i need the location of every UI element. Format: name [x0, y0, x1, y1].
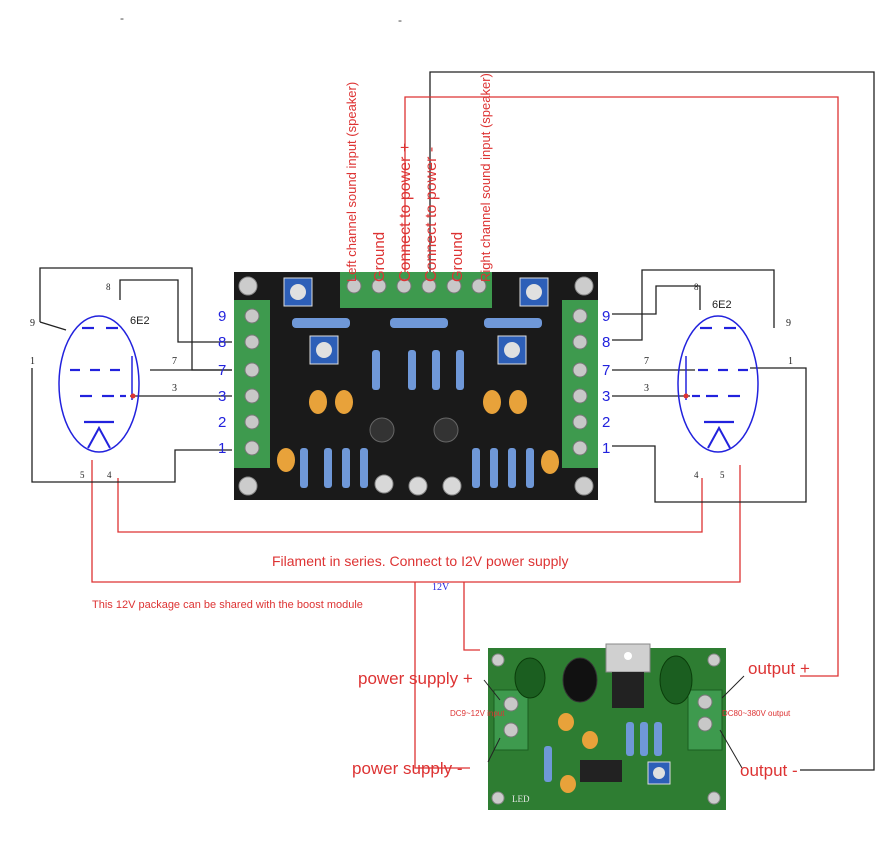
header-mark-right: -: [398, 13, 402, 27]
boost-input-label: DC9~12V input: [450, 709, 505, 718]
label-left-channel: Left channel sound input (speaker): [344, 82, 359, 282]
boost-mosfet: [612, 672, 644, 708]
left-terminal-number: 3: [218, 388, 226, 405]
pointer-output-minus: [719, 729, 743, 769]
wires: [31, 71, 875, 771]
boost-led-label: LED: [512, 794, 530, 804]
left-tube-pin: 9: [30, 318, 35, 329]
potentiometers: [283, 277, 549, 365]
wire-12v-to-power-plus: [463, 582, 480, 651]
right-tube-pin: 9: [786, 318, 791, 329]
wire-12v-to-power-minus: [414, 582, 470, 769]
label-right-channel: Right channel sound input (speaker): [478, 73, 493, 282]
right-tube-pin: 5: [720, 470, 725, 480]
left-tube-pin: 7: [172, 356, 177, 367]
left-terminal-number: 1: [218, 440, 226, 457]
wire-power-plus: [404, 96, 839, 677]
boost-ic: [580, 760, 622, 782]
right-tube-pin: 7: [644, 356, 649, 367]
left-tube-pin: 3: [172, 383, 177, 394]
label-output-minus: output -: [740, 761, 798, 780]
right-tube-pin: 8: [694, 282, 699, 292]
right-terminal-number: 8: [602, 334, 610, 351]
left-tube: 6E2 9 8 1 7 3 5 4: [30, 282, 177, 480]
transistors: [369, 417, 459, 443]
right-tube-model: 6E2: [712, 299, 732, 311]
boost-input-label-line: DC9~12V input: [450, 709, 505, 718]
wire-left-pin1: [31, 368, 232, 483]
right-tube-pin: 1: [788, 356, 793, 367]
shared-note: This 12V package can be shared with the …: [92, 599, 363, 611]
left-tube-pin: 4: [107, 470, 112, 480]
left-terminal-block: [234, 300, 270, 468]
top-terminal-block: [340, 272, 492, 308]
left-terminal-number: 7: [218, 362, 226, 379]
right-tube-pin: 4: [694, 470, 699, 480]
label-power-supply-minus: power supply -: [352, 759, 463, 778]
header-mark-left: -: [120, 11, 124, 25]
right-terminal-block: [562, 300, 598, 468]
left-terminal-number: 8: [218, 334, 226, 351]
left-tube-pin: 8: [106, 282, 111, 292]
right-tube-pin: 3: [644, 383, 649, 394]
left-terminal-number: 9: [218, 308, 226, 325]
right-tube-envelope: [677, 315, 759, 453]
wire-filament-series: [117, 478, 703, 533]
right-terminal-number: 3: [602, 388, 610, 405]
wire-left-pin2: [39, 321, 67, 331]
capacitors: [277, 390, 559, 474]
wire-right-pin9: [612, 269, 775, 341]
label-ground-left: Ground: [371, 232, 388, 282]
boost-module: DC9~12V input DC80~380V output LED: [450, 643, 791, 810]
filament-note: Filament in series. Connect to I2V power…: [272, 553, 568, 569]
left-terminal-number: 2: [218, 414, 226, 431]
label-output-plus: output +: [748, 659, 810, 678]
boost-capacitors: [514, 655, 693, 793]
mount-hole: [238, 476, 258, 496]
label-power-plus: Connect to power +: [397, 143, 414, 282]
right-tube: 6E2 9 8 7 1 3 4 5: [644, 282, 793, 480]
pointer-power-minus: [487, 737, 501, 763]
voltage-label: 12V: [432, 582, 450, 593]
left-tube-pin: 5: [80, 470, 85, 480]
boost-output-label: DC80~380V output: [722, 709, 791, 718]
right-terminal-number: 7: [602, 362, 610, 379]
electrolytic-caps: [374, 474, 462, 496]
main-pcb: 9 8 7 3 2 1 9 8 7 3 2 1: [218, 272, 610, 500]
wire-filament-supply: [91, 460, 741, 583]
left-tube-envelope: [58, 315, 140, 453]
right-terminal-number: 2: [602, 414, 610, 431]
pointer-power-plus: [483, 679, 501, 701]
mount-hole: [238, 276, 258, 296]
pointer-output-plus: [721, 675, 745, 699]
resistors: [292, 318, 542, 488]
wire-power-minus: [429, 71, 875, 771]
label-ground-right: Ground: [449, 232, 466, 282]
label-power-supply-plus: power supply +: [358, 669, 473, 688]
label-power-minus: Connect to power -: [423, 147, 440, 282]
top-labels: Left channel sound input (speaker) Groun…: [344, 73, 493, 282]
wire-right-pin1: [612, 367, 807, 503]
boost-output-label-line: DC80~380V output: [722, 709, 791, 718]
mount-hole: [574, 476, 594, 496]
right-terminal-number: 9: [602, 308, 610, 325]
right-terminal-number: 1: [602, 440, 610, 457]
wire-right-pin8: [612, 285, 701, 315]
wire-left-pin8: [119, 279, 232, 343]
left-tube-model: 6E2: [130, 315, 150, 327]
mount-hole: [574, 276, 594, 296]
left-tube-pin: 1: [30, 356, 35, 367]
